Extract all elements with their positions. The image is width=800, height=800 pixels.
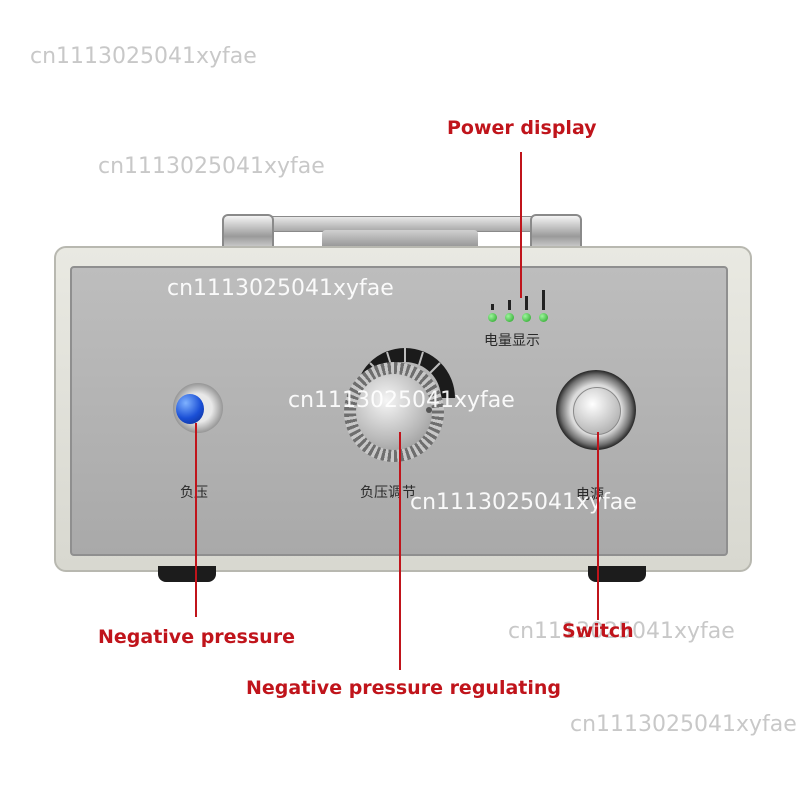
callout-negative-pressure-regulating: Negative pressure regulating — [246, 677, 562, 699]
power-led-1 — [488, 313, 497, 322]
foot-right — [588, 566, 646, 582]
callout-line-negative-pressure — [195, 423, 197, 617]
power-display-label-cn: 电量显示 — [484, 333, 540, 349]
power-bar-1 — [491, 304, 494, 310]
power-bar-3 — [525, 296, 528, 310]
callout-negative-pressure: Negative pressure — [98, 626, 295, 648]
watermark-5: cn1113025041xyfae — [410, 490, 637, 515]
power-led-2 — [505, 313, 514, 322]
watermark-2: cn1113025041xyfae — [98, 154, 325, 179]
negative-pressure-button[interactable] — [176, 394, 204, 424]
power-bar-2 — [508, 300, 511, 310]
callout-switch: Switch — [562, 620, 634, 642]
handle-right — [530, 214, 582, 250]
power-switch-button[interactable] — [573, 387, 621, 435]
knob-indicator-dot — [426, 407, 432, 413]
power-led-4 — [539, 313, 548, 322]
power-led-3 — [522, 313, 531, 322]
watermark-3: cn1113025041xyfae — [167, 276, 394, 301]
callout-line-power-display — [520, 152, 522, 298]
watermark-4: cn1113025041xyfae — [288, 388, 515, 413]
regulating-label-cn: 负压调节 — [360, 485, 416, 501]
knob-cap[interactable] — [356, 374, 432, 450]
handle-block — [322, 230, 478, 250]
watermark-7: cn1113025041xyfae — [570, 712, 797, 737]
foot-left — [158, 566, 216, 582]
power-bar-4 — [542, 290, 545, 310]
watermark-6: cn1113025041xyfae — [508, 619, 735, 644]
callout-line-switch — [597, 432, 599, 620]
handle-left — [222, 214, 274, 250]
callout-power-display: Power display — [447, 117, 597, 139]
callout-line-regulating — [399, 432, 401, 670]
negative-pressure-label-cn: 负压 — [180, 485, 208, 501]
watermark-1: cn1113025041xyfae — [30, 44, 257, 69]
